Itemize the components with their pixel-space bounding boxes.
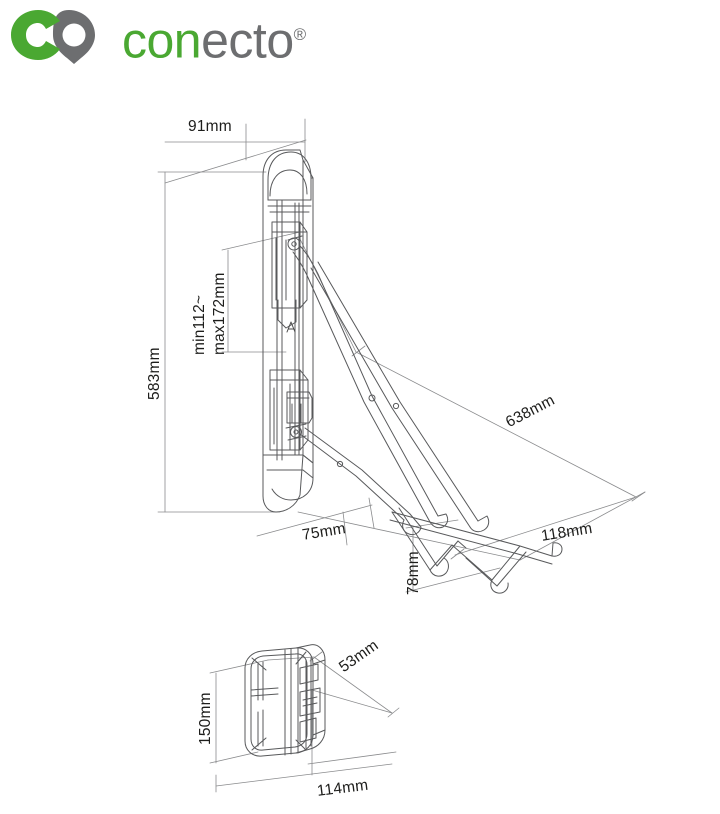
callout-marker-a	[286, 321, 296, 333]
brand-wordmark: conecto®	[122, 4, 306, 72]
brand-logo: conecto®	[10, 6, 350, 69]
dimension-label-150mm: 150mm	[197, 692, 214, 745]
dimension-lines-main	[157, 118, 646, 593]
brand-word-green: con	[122, 12, 202, 69]
lower-hinge-block	[269, 369, 313, 451]
dimension-label-583mm: 583mm	[146, 347, 163, 400]
dimension-label-min112: min112~	[191, 294, 208, 355]
upper-hinge-block	[271, 221, 308, 329]
foot-rails	[389, 507, 563, 594]
dimension-label-max172mm: max172mm	[211, 272, 228, 355]
registered-trademark-icon: ®	[293, 25, 307, 44]
dimension-label-91mm: 91mm	[188, 118, 232, 135]
dimension-lines-front	[209, 651, 400, 793]
front-view-plate	[244, 644, 326, 757]
wall-plate-side	[262, 149, 314, 513]
brand-word-gray: ecto	[201, 12, 294, 69]
extension-arms	[292, 245, 490, 536]
conecto-infinity-logo-icon	[10, 8, 115, 64]
dimension-label-78mm: 78mm	[405, 551, 422, 595]
